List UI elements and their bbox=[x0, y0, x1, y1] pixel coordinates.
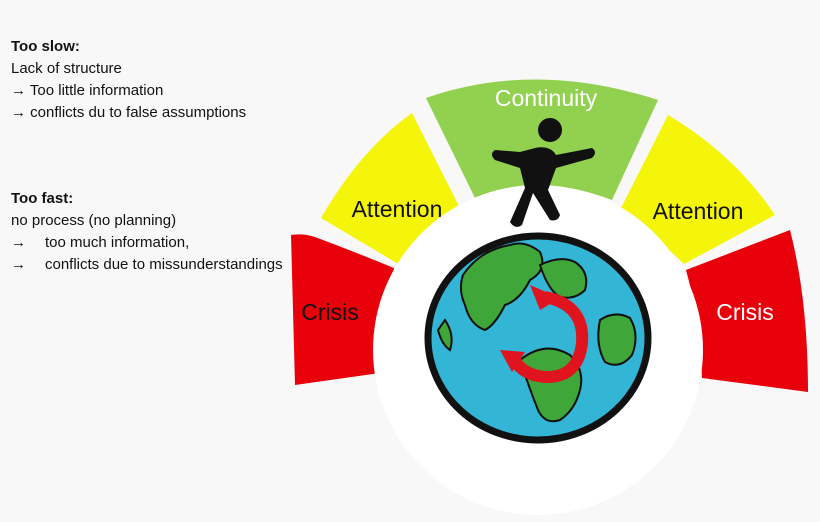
rotation-arrow-icon bbox=[500, 285, 589, 383]
too-fast-bullet: → conflicts due to missunderstandings bbox=[11, 254, 283, 276]
running-person-icon bbox=[492, 118, 595, 227]
too-fast-bullet: → too much information, bbox=[11, 232, 283, 254]
gauge-segment-attention-left bbox=[321, 113, 462, 265]
too-fast-notes: Too fast: no process (no planning) → too … bbox=[11, 188, 283, 276]
too-slow-heading: Too slow: bbox=[11, 38, 80, 55]
too-slow-notes: Too slow: Lack of structure → Too little… bbox=[11, 36, 246, 124]
globe-icon bbox=[424, 232, 652, 444]
too-fast-bullet-text: too much information, bbox=[45, 234, 190, 251]
too-slow-line: Lack of structure bbox=[11, 60, 122, 77]
gauge-segment-crisis-right bbox=[686, 230, 808, 392]
too-slow-bullet: → Too little information bbox=[11, 82, 164, 99]
segment-label-attention-left: Attention bbox=[352, 196, 443, 222]
segment-label-continuity: Continuity bbox=[495, 85, 598, 111]
too-slow-bullet: → conflicts du to false assumptions bbox=[11, 104, 247, 121]
too-fast-heading: Too fast: bbox=[11, 190, 74, 207]
segment-label-crisis-left: Crisis bbox=[301, 299, 359, 325]
segment-label-crisis-right: Crisis bbox=[716, 299, 774, 325]
arrow-icon: → bbox=[11, 256, 26, 273]
segment-label-attention-right: Attention bbox=[653, 198, 744, 224]
gauge-segment-attention-right bbox=[620, 115, 775, 264]
too-fast-line: no process (no planning) bbox=[11, 212, 177, 229]
arrow-icon: → bbox=[11, 234, 26, 251]
gauge-segment-continuity bbox=[426, 79, 658, 200]
gauge-segment-crisis-left bbox=[291, 234, 394, 385]
too-fast-bullet-text: conflicts due to missunderstandings bbox=[45, 256, 283, 273]
